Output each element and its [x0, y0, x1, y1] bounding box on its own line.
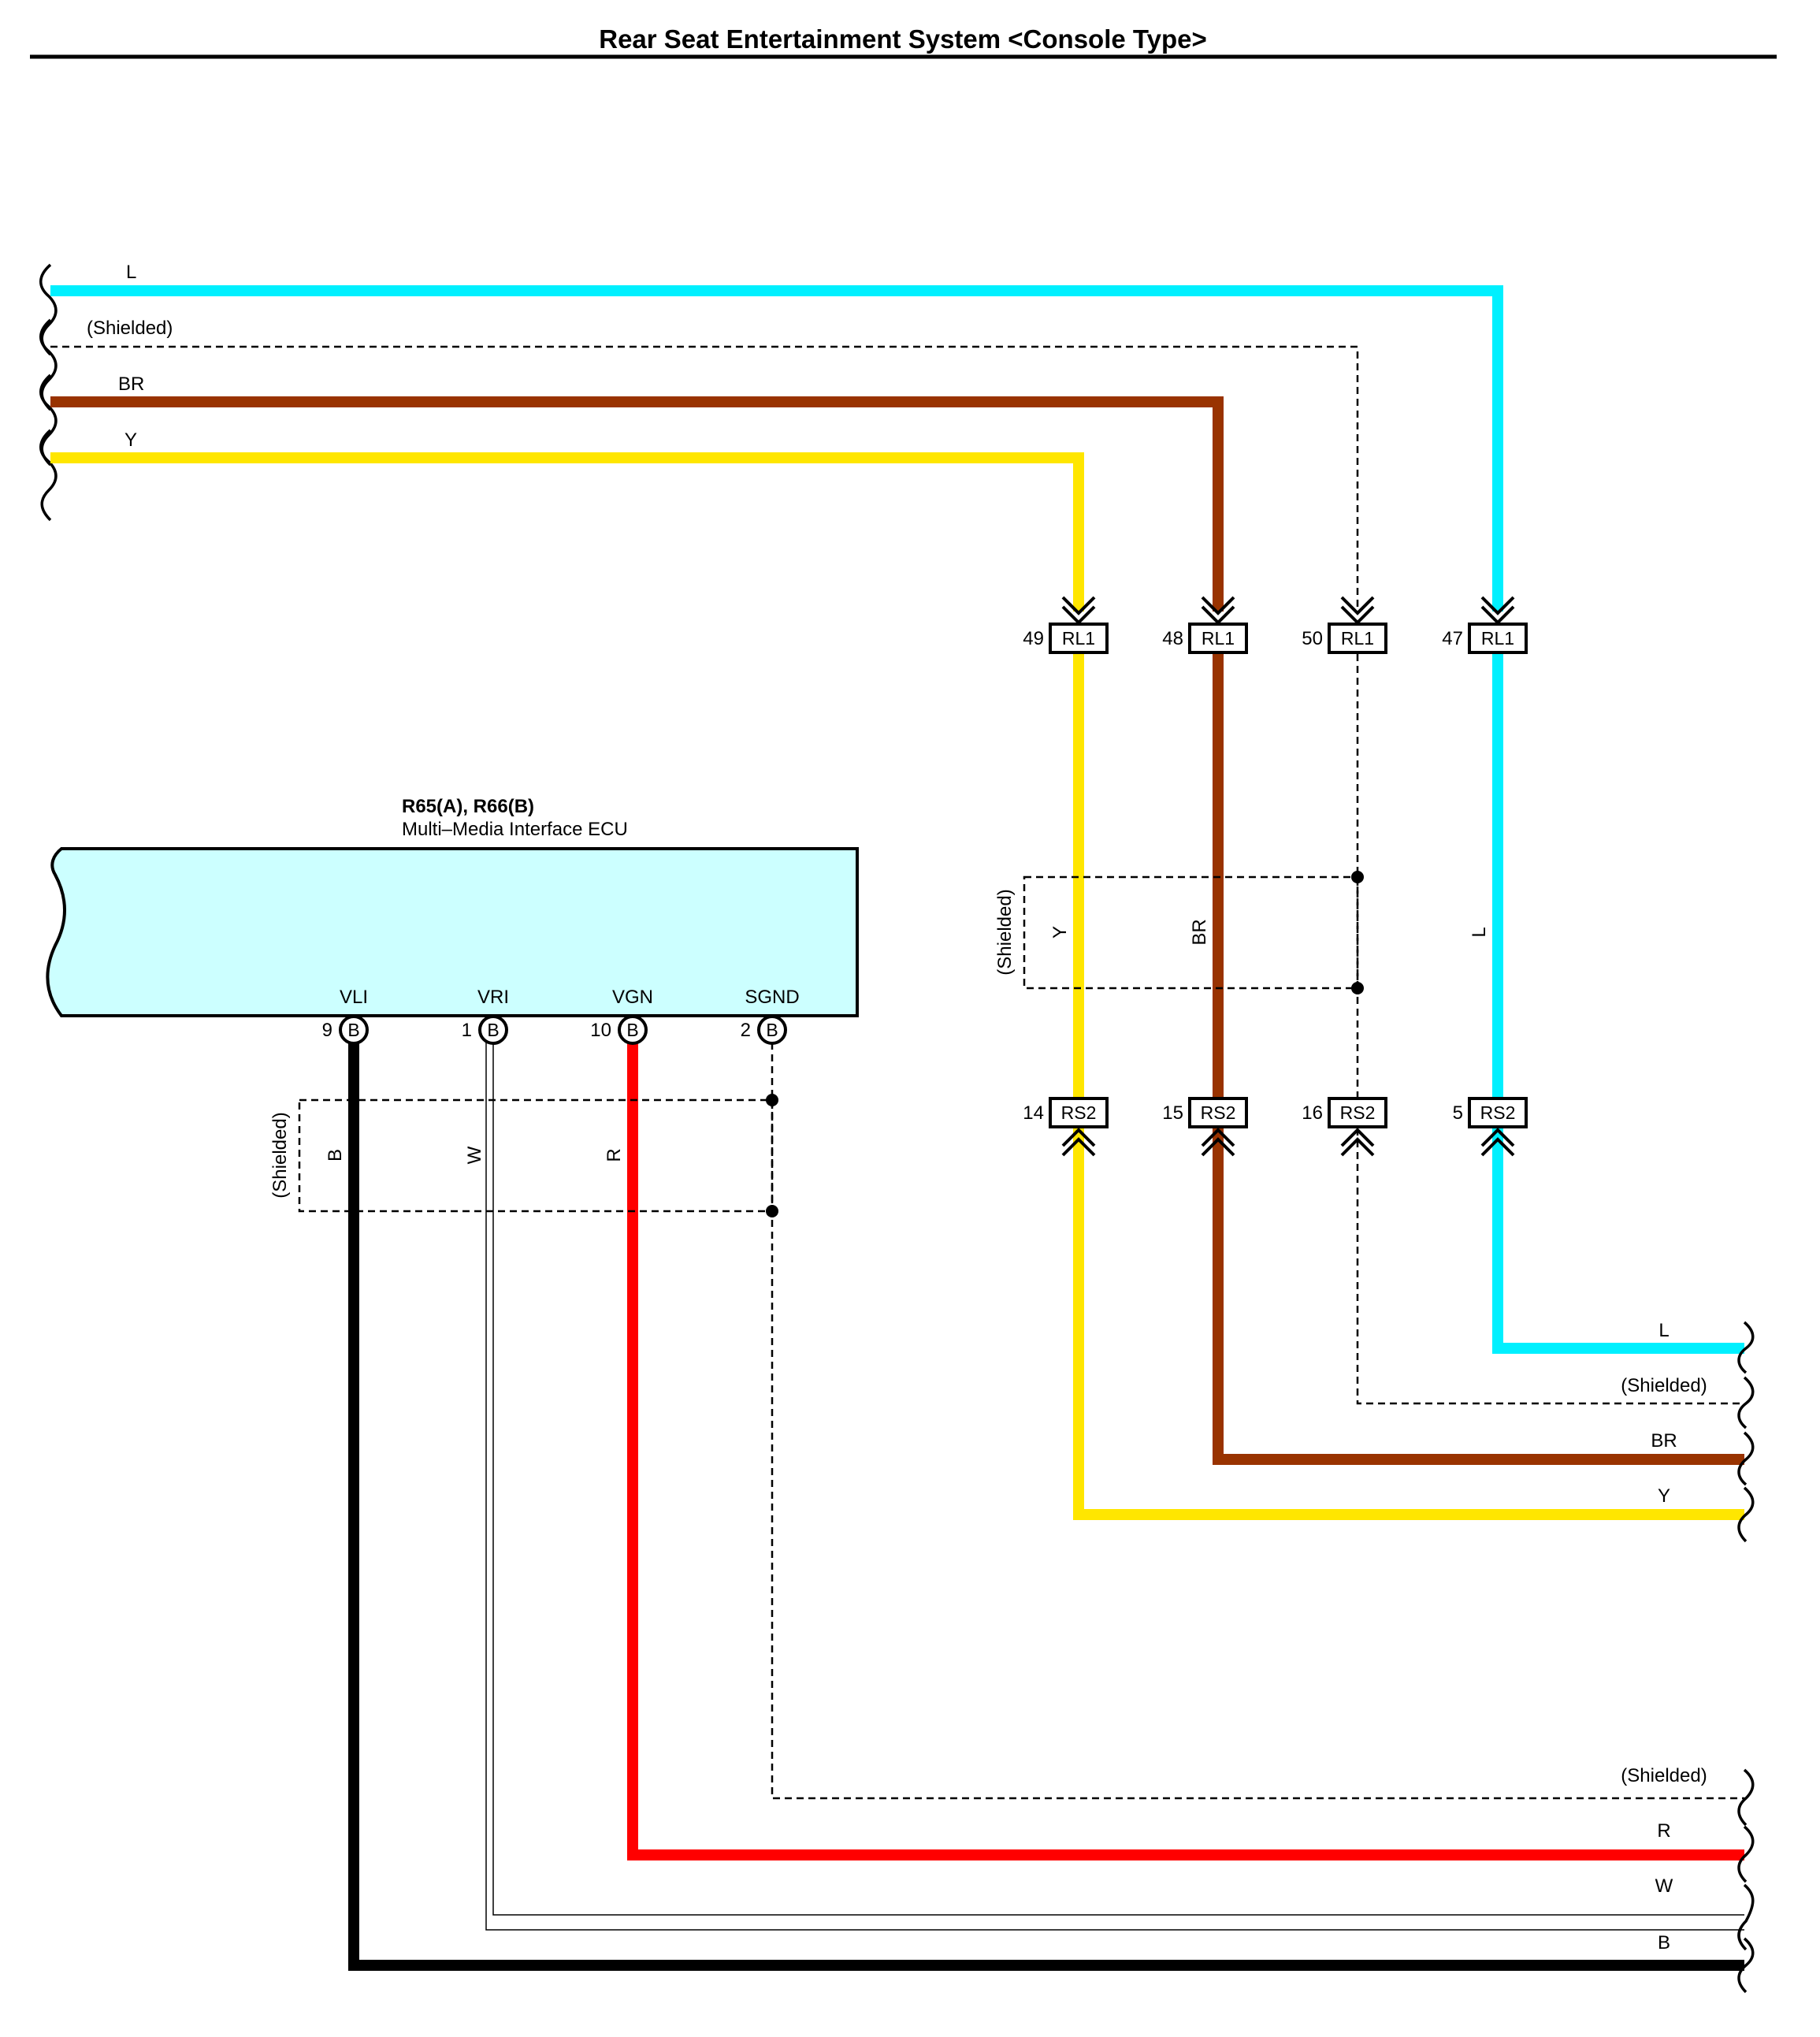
rs2-connector-14: RS2 14	[1023, 1097, 1109, 1128]
rl1-connector-50: RL1 50	[1302, 623, 1387, 654]
rl1-connector-49: RL1 49	[1023, 623, 1109, 654]
right-wire-breaks	[1737, 1321, 1755, 1543]
wire-label-R-bottom: R	[1657, 1820, 1670, 1842]
rs2-name-5: RS2	[1480, 1102, 1516, 1123]
rl1-arrows	[1061, 596, 1515, 625]
wire-label-shielded-right: (Shielded)	[1621, 1375, 1707, 1396]
top-left-wire-breaks	[39, 263, 58, 522]
wire-BR-top	[50, 396, 1224, 611]
ecu-pin-number-10: 10	[590, 1020, 611, 1041]
rl1-pin-47: 47	[1442, 628, 1463, 649]
right-shield-label: (Shielded)	[994, 889, 1016, 975]
rs2-pin-15: 15	[1162, 1102, 1183, 1124]
rs2-connector-5: RS2 5	[1453, 1097, 1528, 1128]
wire-Y-bottom	[1073, 1128, 1744, 1520]
wire-label-L-right: L	[1658, 1320, 1669, 1341]
rs2-connector-16: RS2 16	[1302, 1097, 1387, 1128]
wire-B-lower	[348, 1043, 1744, 1971]
rl1-pin-49: 49	[1023, 628, 1044, 649]
rl1-name-50: RL1	[1341, 628, 1374, 649]
wire-shielded-lower	[771, 1043, 1744, 1800]
ecu-terminal-pin-10: B 10	[590, 1015, 648, 1045]
rl1-connector-48: RL1 48	[1162, 623, 1248, 654]
left-shield-R-label: R	[604, 1148, 625, 1162]
ecu-pin-number-9: 9	[322, 1020, 332, 1041]
rl1-connector-47: RL1 47	[1442, 623, 1528, 654]
wire-label-B-bottom: B	[1658, 1932, 1670, 1953]
wire-label-shielded-bottom: (Shielded)	[1621, 1765, 1707, 1786]
rs2-pin-16: 16	[1302, 1102, 1323, 1124]
right-shield-L-label: L	[1469, 927, 1490, 937]
ecu-terminal-VLI: VLI	[340, 987, 368, 1008]
wire-label-L-top: L	[126, 262, 136, 283]
wire-label-BR-top: BR	[118, 374, 144, 395]
ecu-box	[46, 847, 859, 1017]
rs2-name-16: RS2	[1340, 1102, 1376, 1123]
rs2-connector-15: RS2 15	[1162, 1097, 1248, 1128]
wire-shielded-top	[50, 345, 1359, 611]
ecu-pin-number-2: 2	[741, 1020, 751, 1041]
wire-R-lower	[627, 1043, 1744, 1860]
wire-label-BR-right: BR	[1651, 1430, 1677, 1452]
rl1-name-48: RL1	[1202, 628, 1235, 649]
rl1-pin-48: 48	[1162, 628, 1183, 649]
ecu-connector-code: R65(A), R66(B)	[402, 796, 534, 817]
left-shield-B-label: B	[325, 1149, 346, 1162]
wire-L-top	[50, 285, 1503, 611]
wire-label-Y-right: Y	[1658, 1485, 1670, 1507]
wire-shielded-bottom	[1356, 1128, 1744, 1405]
diagram-title: Rear Seat Entertainment System <Console …	[599, 24, 1207, 54]
ecu-terminal-VRI: VRI	[477, 987, 509, 1008]
rs2-pin-5: 5	[1453, 1102, 1463, 1124]
wire-W-lower	[485, 1043, 1744, 1931]
rl1-pin-50: 50	[1302, 628, 1323, 649]
ecu-terminal-letter-9: B	[347, 1020, 359, 1040]
ecu-terminal-SGND: SGND	[745, 987, 799, 1008]
wire-label-shielded-top: (Shielded)	[87, 318, 173, 339]
rl1-name-47: RL1	[1481, 628, 1514, 649]
rs2-name-14: RS2	[1061, 1102, 1097, 1123]
wire-L-bottom	[1492, 1128, 1744, 1354]
wire-BR-bottom	[1213, 1128, 1744, 1465]
rs2-name-15: RS2	[1201, 1102, 1236, 1123]
rs2-pin-14: 14	[1023, 1102, 1044, 1124]
rl1-name-49: RL1	[1062, 628, 1095, 649]
right-shield-box: (Shielded) Y BR L	[994, 871, 1490, 994]
rs2-arrows	[1061, 1128, 1515, 1157]
ecu-title: Multi–Media Interface ECU	[402, 819, 628, 840]
right-shield-Y-label: Y	[1049, 926, 1071, 939]
left-shield-W-label: W	[464, 1146, 485, 1164]
ecu-terminal-letter-1: B	[487, 1020, 499, 1040]
left-shield-box: (Shielded) B W R	[269, 1094, 778, 1217]
wire-label-Y-top: Y	[124, 429, 137, 451]
right-shield-BR-label: BR	[1189, 919, 1210, 945]
wire-label-W-bottom: W	[1655, 1875, 1673, 1897]
ecu-terminal-pin-1: B 1	[462, 1015, 508, 1045]
ecu-terminal-letter-10: B	[626, 1020, 638, 1040]
ecu-terminal-pin-2: B 2	[741, 1015, 787, 1045]
left-shield-label: (Shielded)	[269, 1112, 291, 1198]
bottom-wire-breaks	[1737, 1768, 1755, 1994]
wire-Y-top	[50, 452, 1084, 611]
ecu-terminal-letter-2: B	[766, 1020, 778, 1040]
ecu-terminal-pin-9: B 9	[322, 1015, 369, 1045]
ecu-terminal-VGN: VGN	[612, 987, 653, 1008]
ecu-pin-number-1: 1	[462, 1020, 472, 1041]
